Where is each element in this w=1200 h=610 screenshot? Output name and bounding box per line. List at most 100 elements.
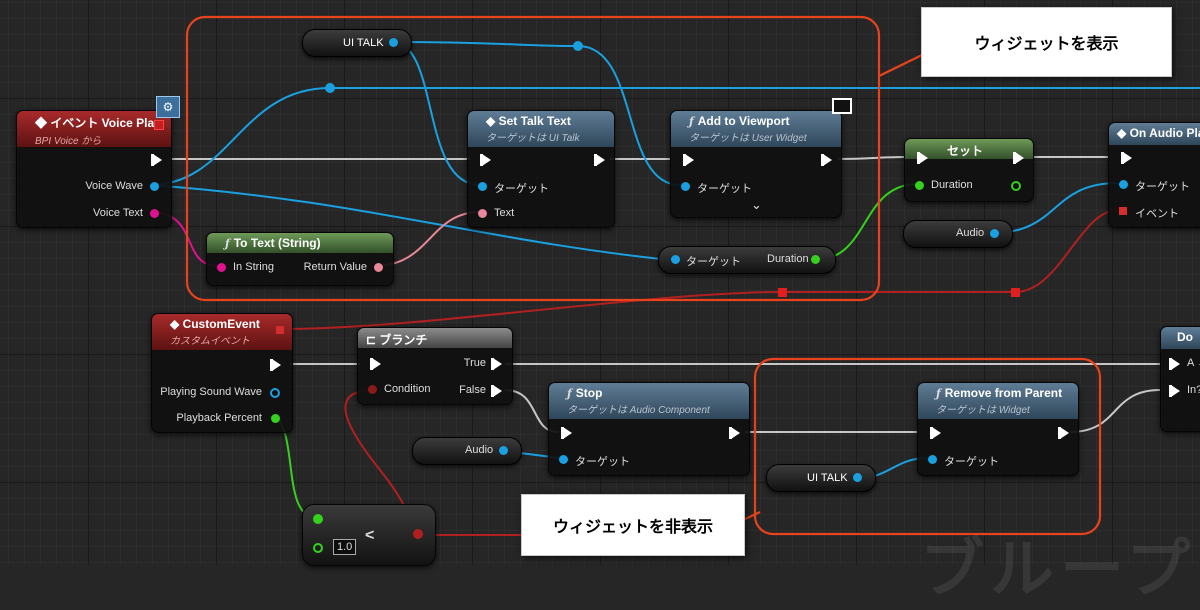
audio-out-pin[interactable] [990,229,999,238]
target-pin[interactable] [928,455,937,464]
exec-out-pin[interactable] [821,154,832,166]
ui-talk-out-pin[interactable] [389,38,398,47]
function-f-icon: ƒ [567,387,572,400]
expand-chevron-icon[interactable]: ⌄ [751,197,762,212]
do-once-node[interactable]: Do A → In? [1160,326,1200,432]
ui-talk-variable-top[interactable]: UI TALK [302,29,412,57]
false-exec-pin[interactable] [491,385,502,397]
voice-wave-pin[interactable] [150,182,159,191]
node-title: イベント Voice Play [50,116,161,130]
target-pin[interactable] [1119,180,1128,189]
target-pin[interactable] [681,182,690,191]
voice-text-pin[interactable] [150,209,159,218]
playing-sound-wave-pin[interactable] [270,388,280,398]
event-pin[interactable] [1119,207,1127,215]
delegate-pin[interactable] [154,120,164,130]
exec-in-pin[interactable] [930,427,941,439]
ui-talk-variable-bottom[interactable]: UI TALK [766,464,876,492]
show-widget-callout: ウィジェットを表示 [921,7,1172,77]
pin-label-voice-wave: Voice Wave [85,180,143,192]
pin-label-in-string: In String [233,261,274,273]
return-value-pin[interactable] [374,263,383,272]
get-duration-node[interactable]: ターゲット Duration [658,246,836,274]
pin-label-false: False [459,384,486,396]
node-title: ブランチ [379,333,428,347]
duration-out-pin[interactable] [811,255,820,264]
branch-node[interactable]: ⊏ ブランチ True Condition False [357,327,513,405]
function-f-icon: ƒ [936,387,941,400]
function-icon: ◆ [486,114,499,128]
exec-in-pin[interactable] [683,154,694,166]
operator-label: < [365,527,375,544]
exec-in-pin[interactable] [1121,152,1132,164]
node-title: Stop [575,386,603,400]
event-diamond-icon: ◆ [35,116,51,130]
pin-label-true: True [463,357,486,369]
a-exec-pin[interactable] [1169,358,1180,370]
node-header: ◆ イベント Voice Play BPI Voice から [17,111,171,147]
node-header: ◆ On Audio Pla [1109,123,1200,145]
node-title: CustomEvent [182,317,260,331]
exec-out-pin[interactable] [729,427,740,439]
exec-in-pin[interactable] [370,358,381,370]
ui-talk-out-pin[interactable] [853,473,862,482]
b-value-field[interactable]: 1.0 [333,539,357,555]
audio-out-pin[interactable] [499,446,508,455]
on-audio-play-node[interactable]: ◆ On Audio Pla ターゲット イベント [1108,122,1200,228]
event-diamond-icon: ◆ [1117,126,1130,140]
event-voice-play-node[interactable]: ◆ イベント Voice Play BPI Voice から Voice Wav… [16,110,172,228]
target-pin[interactable] [671,255,680,264]
pin-label-text: Text [494,207,515,219]
variable-label: Audio [465,444,494,456]
condition-pin[interactable] [368,385,377,394]
exec-in-pin[interactable] [480,154,491,166]
pin-label-target: ターゲット [697,183,752,195]
exec-out-pin[interactable] [270,359,281,371]
variable-label: Audio [956,227,985,239]
node-header: ◆ CustomEvent カスタムイベント [152,314,292,350]
duration-out-pin[interactable] [1011,181,1021,191]
hide-widget-callout: ウィジェットを非表示 [521,494,745,556]
text-pin[interactable] [478,209,487,218]
pin-label-event: イベント [1135,208,1179,220]
target-pin[interactable] [478,182,487,191]
wires-layer [149,15,1200,536]
in-string-pin[interactable] [217,263,226,272]
b-input-pin[interactable] [313,543,323,553]
function-f-icon: ƒ [225,237,230,250]
duration-in-pin[interactable] [915,181,924,190]
set-variable-node[interactable]: セット Duration [904,138,1034,202]
audio-variable-top[interactable]: Audio [903,220,1013,248]
node-title: Do [1177,330,1193,344]
node-subtitle: ターゲットは Audio Component [567,405,710,416]
node-title: To Text (String) [233,236,321,250]
pin-label-return-value: Return Value [303,261,367,273]
exec-out-pin[interactable] [1058,427,1069,439]
exec-out-pin[interactable] [594,154,605,166]
node-subtitle: カスタムイベント [170,336,250,347]
node-header: Do [1161,327,1200,349]
exec-out-pin[interactable] [1013,152,1024,164]
set-talk-text-node[interactable]: ◆ Set Talk Text ターゲットは UI Talk ターゲット Tex… [467,110,615,228]
audio-variable-bottom[interactable]: Audio [412,437,522,465]
a-input-pin[interactable] [313,514,323,524]
delegate-pin[interactable] [276,326,284,334]
true-exec-pin[interactable] [491,358,502,370]
exec-out-pin[interactable] [151,154,162,166]
node-subtitle: ターゲットは User Widget [689,133,807,144]
exec-in-pin[interactable] [917,152,928,164]
custom-event-node[interactable]: ◆ CustomEvent カスタムイベント Playing Sound Wav… [151,313,293,433]
exec-in-pin[interactable] [561,427,572,439]
bool-output-pin[interactable] [413,529,423,539]
compare-float-node[interactable]: 1.0 < [302,504,436,566]
playback-percent-pin[interactable] [271,414,280,423]
pin-label-playback-percent: Playback Percent [176,412,262,424]
target-pin[interactable] [559,455,568,464]
in-exec-pin[interactable] [1169,385,1180,397]
